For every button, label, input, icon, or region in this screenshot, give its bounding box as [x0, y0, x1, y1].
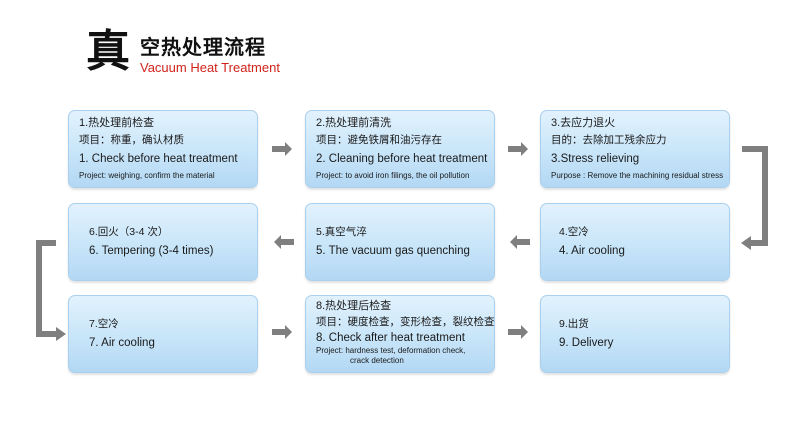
step-5-cn-title: 5.真空气淬 [316, 226, 367, 238]
step-8-en-title: 8. Check after heat treatment [316, 331, 465, 344]
step-8-card: 8.热处理后检查 项目：硬度检查，变形检查，裂纹检查 8. Check afte… [305, 295, 495, 373]
step-6-cn-title: 6.回火（3-4 次） [89, 226, 169, 238]
step-1-cn-detail: 项目：称重，确认材质 [79, 133, 184, 146]
step-9-cn-title: 9.出货 [559, 318, 589, 330]
step-2-en-title: 2. Cleaning before heat treatment [316, 152, 488, 165]
step-5-card: 5.真空气淬 5. The vacuum gas quenching [305, 203, 495, 281]
arrow-left-icon [272, 235, 294, 249]
page-header: 真 空热处理流程 Vacuum Heat Treatment [86, 26, 326, 84]
step-2-cn-detail: 项目：避免铁屑和油污存在 [316, 133, 442, 146]
step-4-en-title: 4. Air cooling [559, 245, 625, 258]
step-3-cn-detail: 目的：去除加工残余应力 [551, 133, 667, 146]
header-title-cn: 空热处理流程 [140, 37, 266, 59]
step-7-card: 7.空冷 7. Air cooling [68, 295, 258, 373]
arrow-right-icon [272, 142, 294, 156]
step-9-en-title: 9. Delivery [559, 337, 614, 350]
step-5-en-title: 5. The vacuum gas quenching [316, 245, 470, 258]
arrow-right-icon [508, 142, 530, 156]
step-4-cn-title: 4.空冷 [559, 226, 589, 238]
header-big-character: 真 [86, 26, 130, 77]
step-3-en-title: 3.Stress relieving [551, 152, 640, 165]
step-3-en-detail: Purpose : Remove the machining residual … [551, 171, 724, 181]
step-2-cn-title: 2.热处理前清洗 [316, 117, 392, 129]
header-title-en: Vacuum Heat Treatment [140, 60, 280, 75]
step-8-en-detail-line1: Project: hardness test, deformation chec… [316, 346, 466, 356]
step-3-card: 3.去应力退火 目的：去除加工残余应力 3.Stress relieving P… [540, 110, 730, 188]
step-7-en-title: 7. Air cooling [89, 337, 155, 350]
step-9-card: 9.出货 9. Delivery [540, 295, 730, 373]
step-6-en-title: 6. Tempering (3-4 times) [89, 245, 214, 258]
step-8-en-detail-line2: crack detection [350, 356, 404, 366]
step-7-cn-title: 7.空冷 [89, 318, 119, 330]
step-3-cn-title: 3.去应力退火 [551, 117, 616, 129]
step-1-cn-title: 1.热处理前检查 [79, 117, 155, 129]
step-2-en-detail: Project: to avoid iron filings, the oil … [316, 171, 470, 181]
step-1-en-title: 1. Check before heat treatment [79, 152, 238, 165]
step-8-cn-title: 8.热处理后检查 [316, 300, 392, 312]
step-6-card: 6.回火（3-4 次） 6. Tempering (3-4 times) [68, 203, 258, 281]
step-2-card: 2.热处理前清洗 项目：避免铁屑和油污存在 2. Cleaning before… [305, 110, 495, 188]
step-8-cn-detail: 项目：硬度检查，变形检查，裂纹检查 [316, 315, 495, 328]
step-1-card: 1.热处理前检查 项目：称重，确认材质 1. Check before heat… [68, 110, 258, 188]
step-1-en-detail: Project: weighing, confirm the material [79, 171, 215, 181]
arrow-right-icon [56, 327, 66, 341]
arrow-left-icon [741, 236, 751, 250]
arrow-right-icon [508, 325, 530, 339]
arrow-right-icon [272, 325, 294, 339]
arrow-left-icon [508, 235, 530, 249]
step-4-card: 4.空冷 4. Air cooling [540, 203, 730, 281]
